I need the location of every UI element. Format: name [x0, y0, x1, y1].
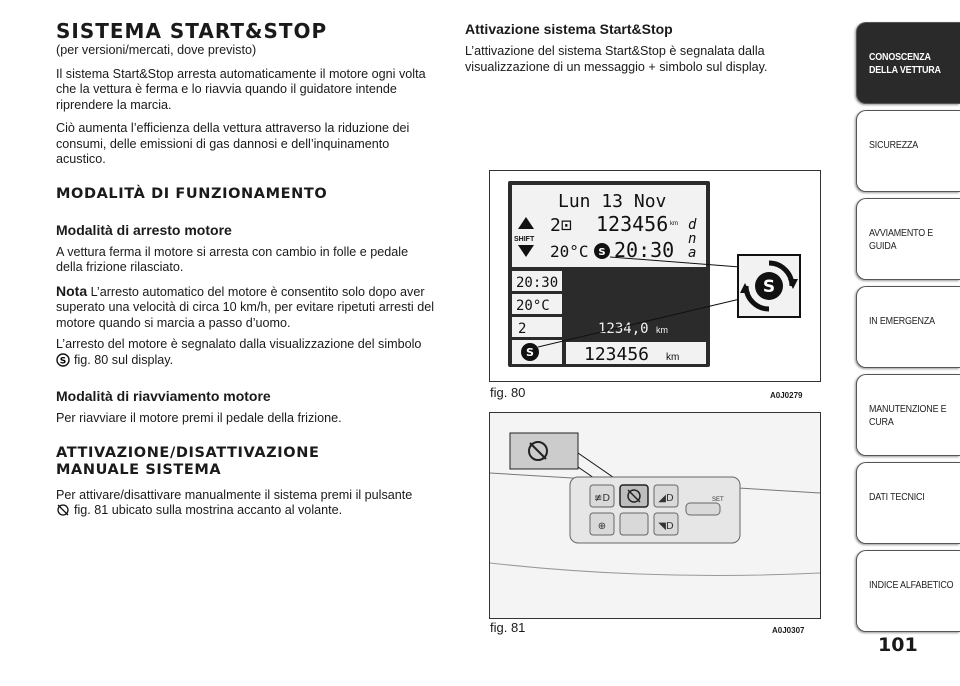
side-gear: 2	[518, 321, 526, 337]
tab-label: INDICE ALFABETICO	[869, 579, 954, 591]
figure-80-code: A0J0279	[770, 391, 803, 400]
manual-activation-text: Per attivare/disattivare manualmente il …	[56, 487, 413, 502]
left-column: SISTEMA START&STOP (per versioni/mercati…	[56, 20, 438, 522]
set-label: SET	[712, 497, 724, 503]
tab-label: MANUTENZIONE E CURA	[869, 403, 947, 428]
section-subtitle: (per versioni/mercati, dove previsto)	[56, 43, 257, 57]
note-label: Nota	[56, 282, 88, 299]
manual-activation-heading-line1: ATTIVAZIONE/DISATTIVAZIONE	[56, 444, 320, 461]
svg-text:km: km	[656, 325, 668, 335]
side-temp: 20°C	[516, 298, 550, 314]
note-text: L’arresto automatico del motore è consen…	[56, 284, 434, 330]
activation-paragraph: L’attivazione del sistema Start&Stop è s…	[465, 44, 768, 74]
display-start-stop-icon	[594, 243, 610, 259]
svg-text:km: km	[666, 352, 679, 363]
figure-80-display: Lun 13 Nov SHIFT 2⊡ 123456 km d n a 20°C…	[489, 170, 821, 382]
intro-paragraph: Il sistema Start&Stop arresta automatica…	[56, 66, 426, 112]
dashboard-illustration: ≢D ◢D ⊕ ◥D SET	[489, 413, 821, 618]
trip-value: 1234,0	[598, 321, 649, 337]
gear-n: n	[688, 231, 696, 247]
restart-mode-heading: Modalità di riavviamento motore	[56, 388, 271, 404]
tab-dati-tecnici[interactable]: DATI TECNICI	[856, 462, 960, 544]
odometer-bottom: 123456	[584, 344, 649, 365]
manual-activation-paragraph: Per attivare/disattivare manualmente il …	[56, 488, 438, 522]
light-icon: ◥D	[658, 521, 674, 532]
figure-81-code: A0J0307	[772, 626, 805, 635]
shift-label: SHIFT	[514, 236, 535, 243]
tab-label: AVVIAMENTO E GUIDA	[869, 227, 934, 252]
shift-down-icon	[518, 245, 534, 257]
tab-label: CONOSCENZA DELLA VETTURA	[869, 51, 941, 76]
gear-d: d	[688, 217, 697, 233]
start-stop-symbol-icon: S	[56, 352, 70, 372]
tab-indice[interactable]: INDICE ALFABETICO	[856, 550, 960, 632]
side-time: 20:30	[516, 275, 558, 291]
benefits-paragraph: Ciò aumenta l’efficienza della vettura a…	[56, 121, 410, 166]
manual-activation-heading-line2: MANUALE SISTEMA	[56, 461, 222, 478]
zoom-start-stop-off-icon	[528, 441, 548, 461]
activation-heading: Attivazione sistema Start&Stop	[465, 21, 673, 37]
stop-mode-paragraph: A vettura ferma il motore si arresta con…	[56, 244, 409, 275]
stop-signal-paragraph: L’arresto del motore è segnalato dalla v…	[56, 337, 438, 371]
stop-mode-heading: Modalità di arresto motore	[56, 221, 232, 238]
stop-signal-text: L’arresto del motore è segnalato dalla v…	[56, 337, 422, 351]
tab-emergenza[interactable]: IN EMERGENZA	[856, 286, 960, 368]
stop-signal-ref: fig. 80 sul display.	[74, 352, 174, 367]
tab-sicurezza[interactable]: SICUREZZA	[856, 110, 960, 192]
display-fuel-icon: 2⊡	[550, 215, 572, 236]
tab-label: SICUREZZA	[869, 139, 919, 151]
start-stop-off-button-icon	[627, 489, 641, 503]
tab-avviamento[interactable]: AVVIAMENTO E GUIDA	[856, 198, 960, 280]
section-title: SISTEMA START&STOP	[56, 19, 328, 43]
figure-80-label: fig. 80	[490, 385, 526, 400]
manual-activation-ref: fig. 81 ubicato sulla mostrina accanto a…	[74, 503, 343, 517]
gear-a: a	[688, 245, 696, 261]
note-paragraph: Nota L’arresto automatico del motore è c…	[56, 282, 438, 332]
display-odometer-top: 123456	[596, 212, 668, 236]
enlarged-start-stop-icon: S	[740, 260, 798, 312]
side-start-stop-icon	[521, 343, 539, 361]
middle-column: Attivazione sistema Start&Stop L’attivaz…	[465, 20, 837, 75]
svg-text:S: S	[763, 277, 775, 297]
figure-81-label: fig. 81	[490, 620, 526, 635]
set-button[interactable]	[685, 502, 721, 516]
manual-activation-heading: ATTIVAZIONE/DISATTIVAZIONE MANUALE SISTE…	[56, 445, 438, 479]
display-illustration: Lun 13 Nov SHIFT 2⊡ 123456 km d n a 20°C…	[508, 181, 801, 367]
headlight-level-icon: ◢D	[658, 493, 674, 504]
operation-heading: MODALITÀ DI FUNZIONAMENTO	[56, 185, 328, 202]
start-stop-off-icon	[56, 503, 70, 522]
page-number: 101	[878, 634, 918, 656]
tab-manutenzione[interactable]: MANUTENZIONE E CURA	[856, 374, 960, 456]
restart-mode-paragraph: Per riavviare il motore premi il pedale …	[56, 411, 342, 425]
figure-81-dashboard: ≢D ◢D ⊕ ◥D SET	[489, 412, 821, 619]
svg-text:S: S	[526, 346, 534, 359]
rear-fog-icon: ⊕	[598, 521, 606, 532]
tab-label: DATI TECNICI	[869, 491, 925, 503]
shift-up-icon	[518, 217, 534, 229]
svg-text:S: S	[60, 356, 66, 366]
tab-conoscenza[interactable]: CONOSCENZA DELLA VETTURA	[856, 22, 960, 104]
display-temp: 20°C	[550, 242, 589, 261]
display-date: Lun 13 Nov	[558, 191, 666, 212]
svg-text:S: S	[598, 247, 605, 258]
fog-light-icon: ≢D	[594, 493, 610, 504]
tab-label: IN EMERGENZA	[869, 315, 935, 327]
display-odometer-unit: km	[670, 221, 678, 227]
